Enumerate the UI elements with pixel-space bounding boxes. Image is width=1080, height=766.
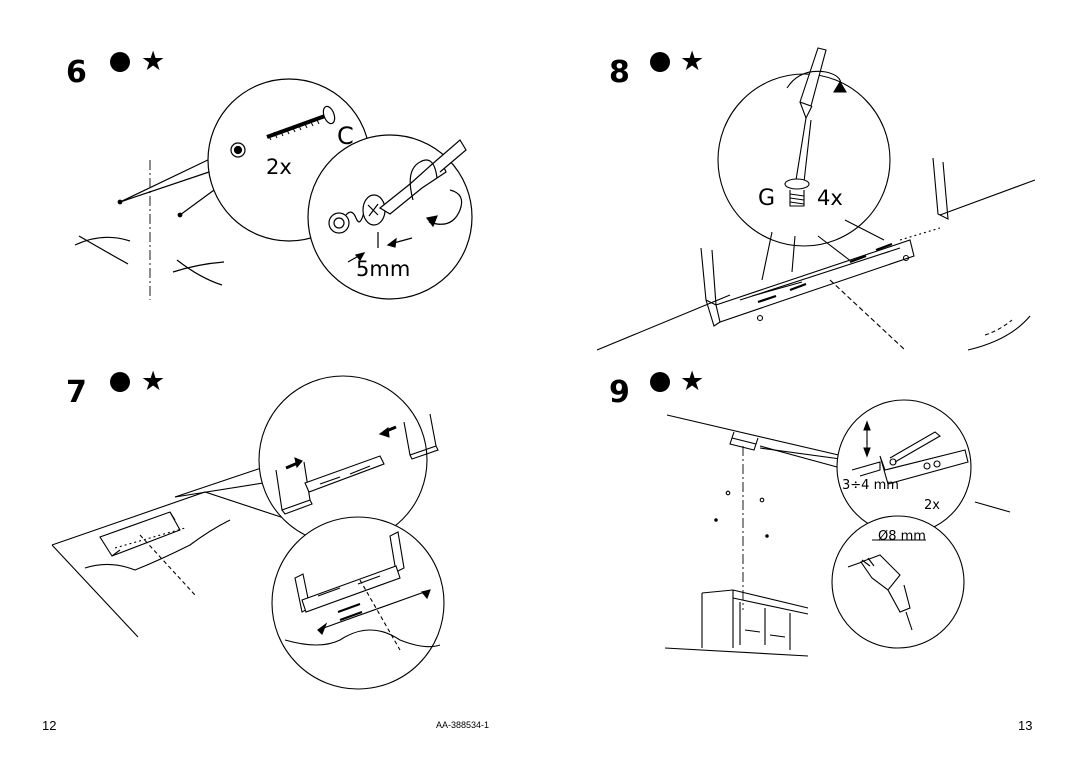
step-6-illustration (0, 0, 540, 380)
quantity-label: 2x (266, 155, 292, 179)
step-number: 9 (609, 375, 630, 410)
step-8-illustration (0, 0, 1080, 380)
step-7-illustration (0, 0, 540, 766)
step-number: 6 (66, 55, 87, 90)
star-icon: ★ (680, 46, 705, 77)
page-number-left: 12 (42, 718, 57, 733)
gap-label: 5mm (356, 257, 411, 281)
step-number: 8 (609, 55, 630, 90)
quantity-label: 2x (924, 498, 940, 513)
step-number: 7 (66, 375, 87, 410)
dot-icon (110, 52, 130, 72)
star-icon: ★ (680, 366, 705, 397)
drill-size-label: Ø8 mm (878, 529, 926, 544)
dot-icon (110, 372, 130, 392)
star-icon: ★ (141, 46, 166, 77)
part-label: G (758, 186, 776, 211)
document-id: AA-388534-1 (436, 720, 490, 730)
quantity-label: 4x (817, 186, 843, 210)
star-icon: ★ (141, 366, 166, 397)
part-label: C (337, 122, 354, 150)
distance-label: 3÷4 mm (842, 478, 899, 493)
dot-icon (650, 52, 670, 72)
dot-icon (650, 372, 670, 392)
page-number-right: 13 (1018, 718, 1033, 733)
